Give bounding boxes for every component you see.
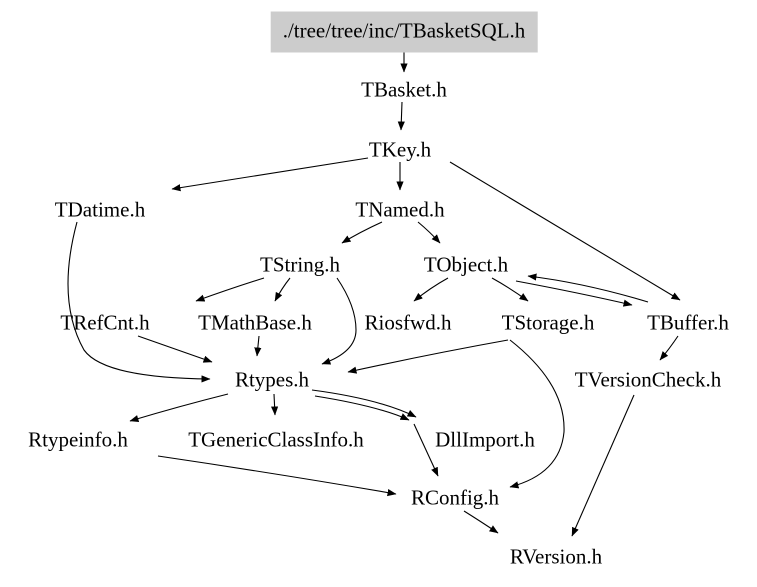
edge-rtypes-to-tgenericclassinfo (270, 393, 279, 416)
edge-tkey-to-tbuffer (449, 161, 681, 301)
edge-tbasket-to-tkey (397, 101, 405, 131)
graph-node-tbasket[interactable]: TBasket.h (361, 77, 447, 102)
graph-node-rtypes[interactable]: Rtypes.h (234, 367, 310, 392)
graph-node-tstring[interactable]: TString.h (260, 252, 340, 277)
graph-node-tmathbase[interactable]: TMathBase.h (198, 310, 312, 335)
edge-tversioncheck-to-rversion (571, 394, 635, 537)
edge-tbuffer-to-tversioncheck (659, 335, 679, 361)
graph-node-trefcnt[interactable]: TRefCnt.h (60, 310, 150, 335)
edge-tmathbase-to-rtypes (254, 335, 262, 357)
graph-node-riosfwd[interactable]: Riosfwd.h (364, 310, 452, 335)
graph-node-rtypeinfo[interactable]: Rtypeinfo.h (28, 427, 128, 452)
graph-node-rconfig[interactable]: RConfig.h (410, 485, 500, 510)
graph-node-tobject[interactable]: TObject.h (423, 252, 509, 277)
edge-tstring-to-trefcnt (195, 277, 265, 302)
edge-rtypes-to-rtypeinfo (129, 393, 229, 423)
graph-node-dllimport[interactable]: DllImport.h (435, 427, 535, 452)
graph-node-tdatime[interactable]: TDatime.h (54, 197, 146, 222)
edge-tstorage-to-rtypes (347, 339, 509, 374)
edge-tobject-to-riosfwd (413, 277, 449, 302)
graph-node-tversioncheck[interactable]: TVersionCheck.h (574, 367, 722, 392)
graph-node-rversion[interactable]: RVersion.h (509, 544, 603, 569)
edge-tstring-to-rtypes (321, 277, 357, 365)
edge-tobject-to-tbuffer (515, 280, 633, 307)
graph-node-tstorage[interactable]: TStorage.h (501, 310, 595, 335)
edge-tgenericclassinfo-to-rconfig (157, 455, 397, 497)
graph-node-root[interactable]: ./tree/tree/inc/TBasketSQL.h (270, 11, 538, 53)
edge-rtypes-to-dllimport (314, 395, 410, 421)
edge-tkey-to-tdatime (171, 157, 369, 192)
edge-tnamed-to-tstring (341, 221, 383, 244)
edge-trefcnt-to-rtypes (137, 335, 213, 363)
graph-node-tnamed[interactable]: TNamed.h (355, 197, 445, 222)
edge-tobject-to-tstorage (491, 277, 529, 302)
graph-node-tgenericclassinfo[interactable]: TGenericClassInfo.h (188, 427, 364, 452)
edge-tstorage-to-rconfig (509, 339, 565, 489)
graph-node-tkey[interactable]: TKey.h (368, 137, 432, 162)
edge-dllimport-to-rconfig (413, 423, 439, 477)
edge-tnamed-to-tobject (417, 221, 441, 244)
edge-tbuffer-to-tobject (527, 273, 649, 303)
edge-tdatime-to-rtypes (67, 221, 211, 383)
edge-tstring-to-tmathbase (274, 277, 291, 302)
graph-node-tbuffer[interactable]: TBuffer.h (647, 310, 729, 335)
edge-rtypes-to-dllimport-parallel (311, 389, 417, 418)
edge-rconfig-to-rversion (463, 510, 499, 534)
